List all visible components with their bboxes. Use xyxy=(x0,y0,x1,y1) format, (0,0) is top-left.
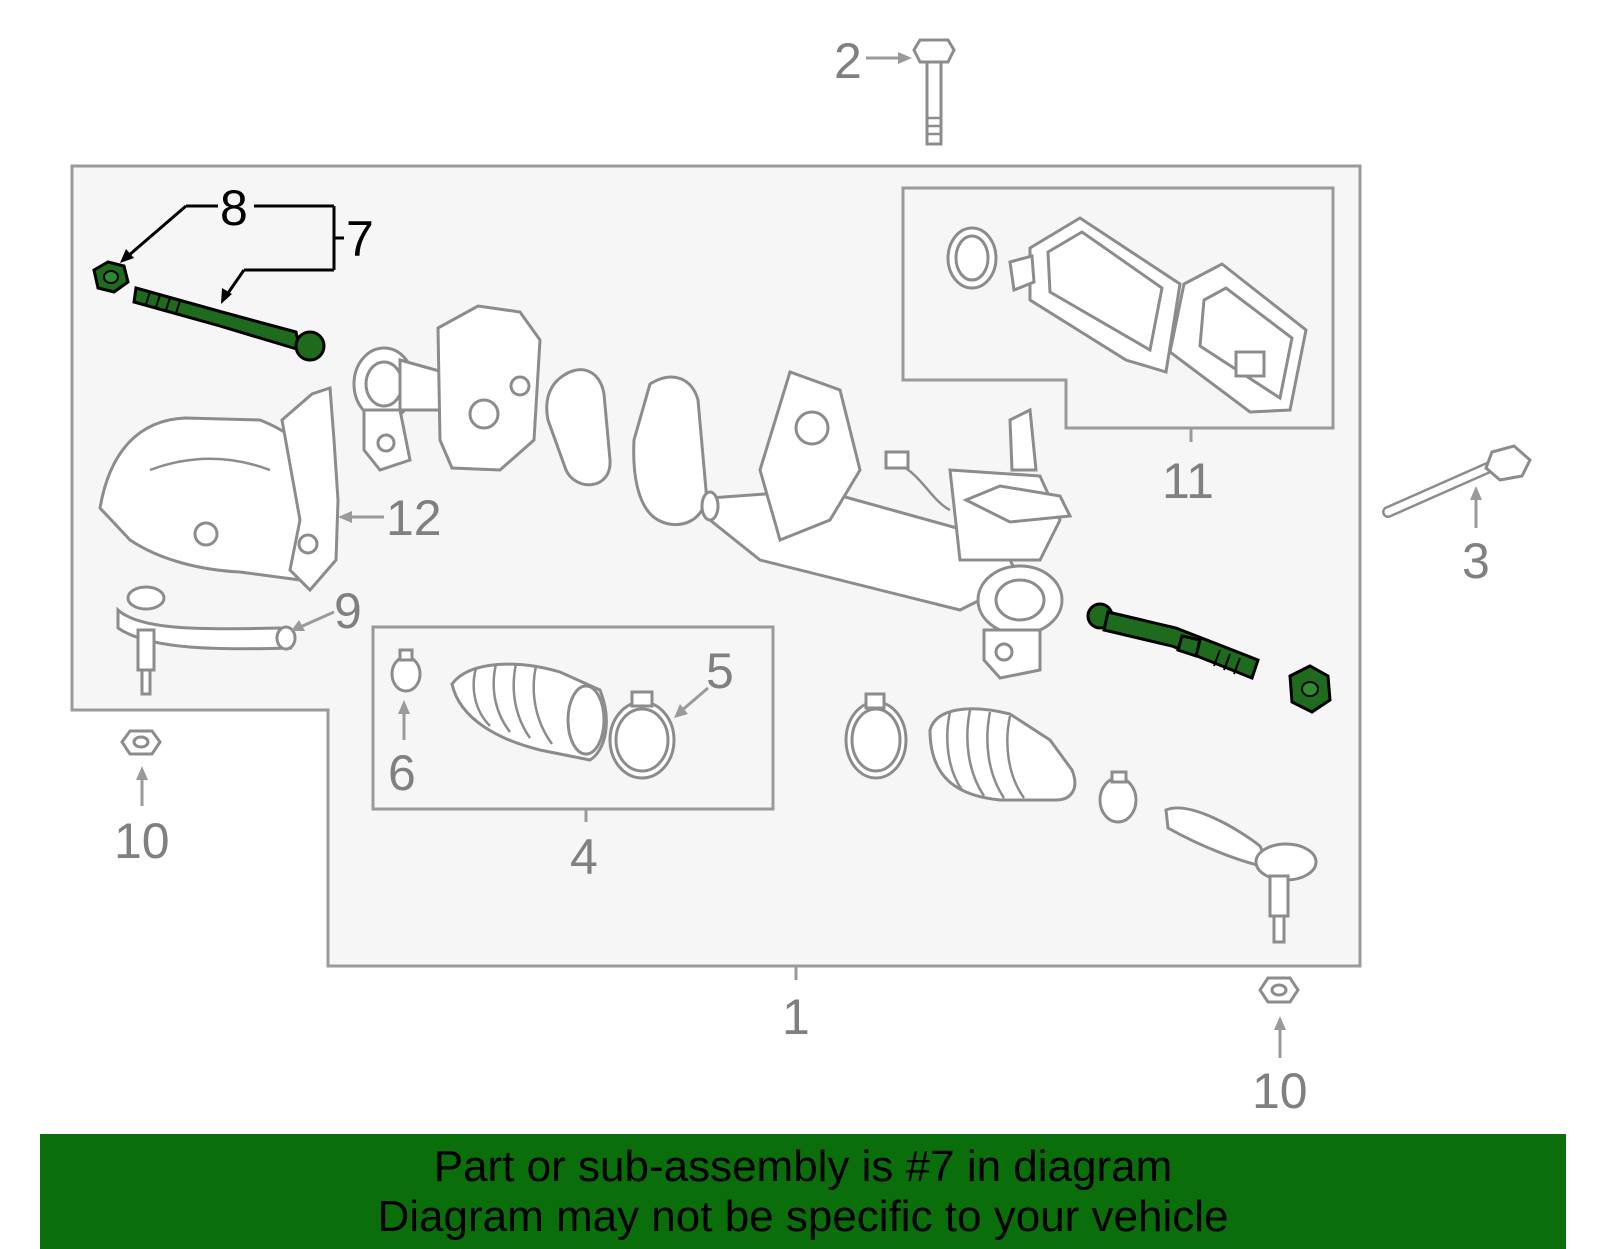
callout-2: 2 xyxy=(834,33,862,89)
boot-clamp-5[interactable] xyxy=(608,690,676,780)
callout-5-arrow xyxy=(674,704,688,718)
belt-small[interactable] xyxy=(545,368,612,487)
nut-10-right[interactable] xyxy=(1258,976,1300,1004)
control-module-11[interactable] xyxy=(946,216,1308,414)
boot-clamp-6[interactable] xyxy=(390,648,422,693)
nut-10-left[interactable] xyxy=(120,729,162,756)
callout-4: 4 xyxy=(570,829,598,885)
bolt-3[interactable] xyxy=(1382,444,1532,518)
callout-2-arrow xyxy=(898,52,912,64)
callout-10-left-arrow xyxy=(136,766,148,780)
callout-9-arrow xyxy=(291,620,305,631)
callout-3-arrow xyxy=(1470,486,1482,500)
boot-clamp-right-small[interactable] xyxy=(1098,770,1138,824)
callout-10-right: 10 xyxy=(1252,1063,1308,1119)
callout-5-leader xyxy=(679,686,709,714)
banner-line-2: Diagram may not be specific to your vehi… xyxy=(377,1192,1229,1241)
jam-nut-8-right[interactable] xyxy=(1288,664,1332,714)
callout-10-left: 10 xyxy=(114,813,170,869)
callout-1: 1 xyxy=(782,989,810,1045)
inner-tie-rod-7-right[interactable] xyxy=(1086,602,1260,680)
callout-8: 8 xyxy=(220,180,248,236)
boot-clamp-right-large[interactable] xyxy=(844,692,908,780)
belt-large[interactable] xyxy=(632,375,708,526)
motor-housing[interactable] xyxy=(352,304,542,472)
steering-boot-right[interactable] xyxy=(928,707,1077,802)
inner-tie-rod-7-left[interactable] xyxy=(132,286,326,362)
outer-tie-rod-end-right[interactable] xyxy=(1164,806,1318,944)
bolt-2[interactable] xyxy=(912,38,956,146)
callout-9-leader xyxy=(297,610,335,630)
heat-shield-12[interactable] xyxy=(98,385,340,593)
callout-7-8-leaders xyxy=(120,204,344,304)
callout-12-arrow xyxy=(338,511,352,523)
outer-tie-rod-end-left-9[interactable] xyxy=(116,585,297,696)
callout-12: 12 xyxy=(386,490,442,546)
callout-3: 3 xyxy=(1462,533,1490,589)
jam-nut-8-left[interactable] xyxy=(92,260,130,294)
callout-10-right-arrow xyxy=(1274,1016,1286,1030)
callout-6: 6 xyxy=(388,745,416,801)
callout-7: 7 xyxy=(346,211,374,267)
banner-line-1: Part or sub-assembly is #7 in diagram xyxy=(433,1142,1173,1191)
callout-11: 11 xyxy=(1162,453,1214,509)
callout-9: 9 xyxy=(334,583,362,639)
steering-boot-left[interactable] xyxy=(450,662,608,762)
callout-5: 5 xyxy=(706,643,734,699)
callout-6-arrow xyxy=(398,700,410,714)
info-banner: Part or sub-assembly is #7 in diagram Di… xyxy=(40,1134,1566,1249)
steering-gear-rack[interactable] xyxy=(700,370,1073,680)
